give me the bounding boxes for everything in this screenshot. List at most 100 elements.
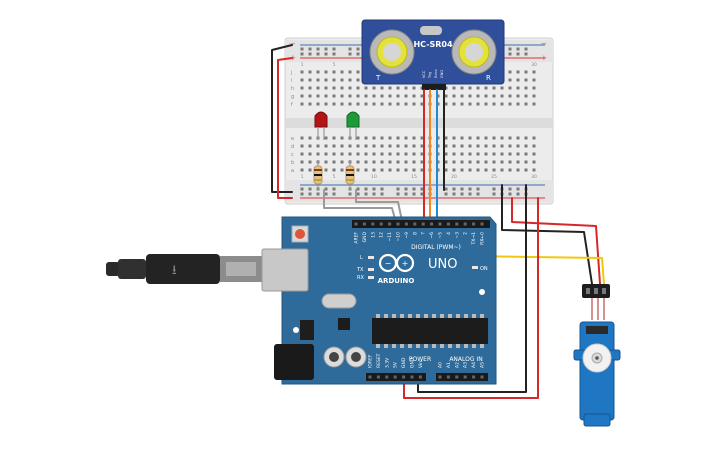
- breadboard-hole: [364, 160, 368, 164]
- row-letter: i: [291, 78, 292, 84]
- reset-button-cap[interactable]: [295, 229, 305, 239]
- breadboard-hole: [300, 78, 304, 82]
- arduino-logo: − +: [378, 253, 415, 273]
- pin-label: 7: [421, 232, 427, 235]
- breadboard-hole: [372, 160, 376, 164]
- breadboard-hole: [508, 160, 512, 164]
- servo-connector-pin: [602, 288, 606, 294]
- chip-pin: [472, 314, 476, 318]
- breadboard-hole: [492, 102, 496, 106]
- rail-hole: [516, 52, 520, 56]
- led-green-body: [346, 111, 360, 128]
- breadboard-hole: [516, 70, 520, 74]
- chip-pin: [400, 314, 404, 318]
- pin-label: ~6: [429, 232, 435, 239]
- led-l-label: L: [360, 255, 363, 261]
- breadboard-hole: [388, 152, 392, 156]
- header-pin: [463, 222, 467, 226]
- breadboard-hole: [492, 136, 496, 140]
- breadboard-hole: [396, 86, 400, 90]
- resistor-1: [313, 160, 323, 190]
- breadboard-hole: [372, 152, 376, 156]
- header-pin: [472, 222, 476, 226]
- rail-hole: [356, 52, 360, 56]
- breadboard-hole: [404, 144, 408, 148]
- breadboard-hole: [532, 94, 536, 98]
- led-red: [314, 111, 328, 140]
- breadboard-hole: [396, 168, 400, 172]
- breadboard-hole: [348, 152, 352, 156]
- column-number: 5: [333, 174, 336, 180]
- pin-label: A0: [438, 362, 444, 368]
- rail-hole: [308, 52, 312, 56]
- breadboard-hole: [308, 168, 312, 172]
- chip-pin: [376, 344, 380, 348]
- logo-ring-right: [395, 253, 415, 273]
- breadboard-hole: [524, 160, 528, 164]
- breadboard-hole: [380, 136, 384, 140]
- chip-pin: [480, 314, 484, 318]
- breadboard-hole: [412, 136, 416, 140]
- breadboard-hole: [508, 94, 512, 98]
- header-pin: [388, 222, 392, 226]
- breadboard-hole: [324, 152, 328, 156]
- breadboard-hole: [356, 152, 360, 156]
- rail-hole: [332, 187, 336, 191]
- breadboard-hole: [380, 102, 384, 106]
- breadboard-hole: [396, 136, 400, 140]
- breadboard-hole: [492, 94, 496, 98]
- capacitor-2-top: [351, 352, 361, 362]
- breadboard-hole: [420, 94, 424, 98]
- breadboard-hole: [532, 86, 536, 90]
- rail-hole: [372, 187, 376, 191]
- breadboard-hole: [332, 152, 336, 156]
- breadboard-hole: [300, 144, 304, 148]
- breadboard-hole: [412, 86, 416, 90]
- chip-pin: [416, 314, 420, 318]
- resistor-2-band: [346, 174, 354, 176]
- breadboard-hole: [324, 136, 328, 140]
- breadboard-hole: [340, 168, 344, 172]
- pin-label: GND: [401, 357, 407, 368]
- pin-label: RESET: [376, 353, 382, 368]
- chip-pin: [416, 344, 420, 348]
- pin-label: 4: [446, 232, 452, 235]
- voltage-regulator: [300, 320, 314, 340]
- breadboard-hole: [444, 152, 448, 156]
- pin-label: A1: [446, 362, 452, 368]
- pin-label: 12: [379, 232, 385, 238]
- rail-hole: [316, 47, 320, 51]
- pin-label: 5V: [393, 361, 399, 368]
- servo-connector-pin: [594, 288, 598, 294]
- breadboard-hole: [340, 102, 344, 106]
- breadboard-hole: [332, 144, 336, 148]
- breadboard-hole: [524, 144, 528, 148]
- breadboard-hole: [388, 102, 392, 106]
- led-rx-label: RX: [357, 275, 364, 281]
- breadboard-hole: [316, 144, 320, 148]
- breadboard-hole: [332, 78, 336, 82]
- breadboard-hole: [380, 94, 384, 98]
- row-letter: j: [290, 70, 292, 76]
- chip-pin: [376, 314, 380, 318]
- pin-label: ~5: [438, 232, 444, 239]
- breadboard-hole: [532, 168, 536, 172]
- breadboard-hole: [380, 168, 384, 172]
- rail-hole: [316, 192, 320, 196]
- sensor-pin-label: Trig: [428, 72, 432, 79]
- sensor-t-mark: T: [375, 74, 381, 82]
- wire-gray-led-green: [355, 189, 405, 231]
- pin-label: A5: [480, 362, 486, 368]
- breadboard-hole: [308, 70, 312, 74]
- breadboard-hole: [324, 86, 328, 90]
- breadboard-hole: [404, 136, 408, 140]
- servo-label: [586, 326, 608, 334]
- rail-hole: [452, 192, 456, 196]
- breadboard-hole: [524, 102, 528, 106]
- breadboard-hole: [476, 160, 480, 164]
- breadboard-hole: [420, 168, 424, 172]
- usb-cable-end: [106, 262, 120, 276]
- usb-icon: ⭳: [172, 263, 177, 278]
- wire-red-left-rail: [277, 57, 293, 199]
